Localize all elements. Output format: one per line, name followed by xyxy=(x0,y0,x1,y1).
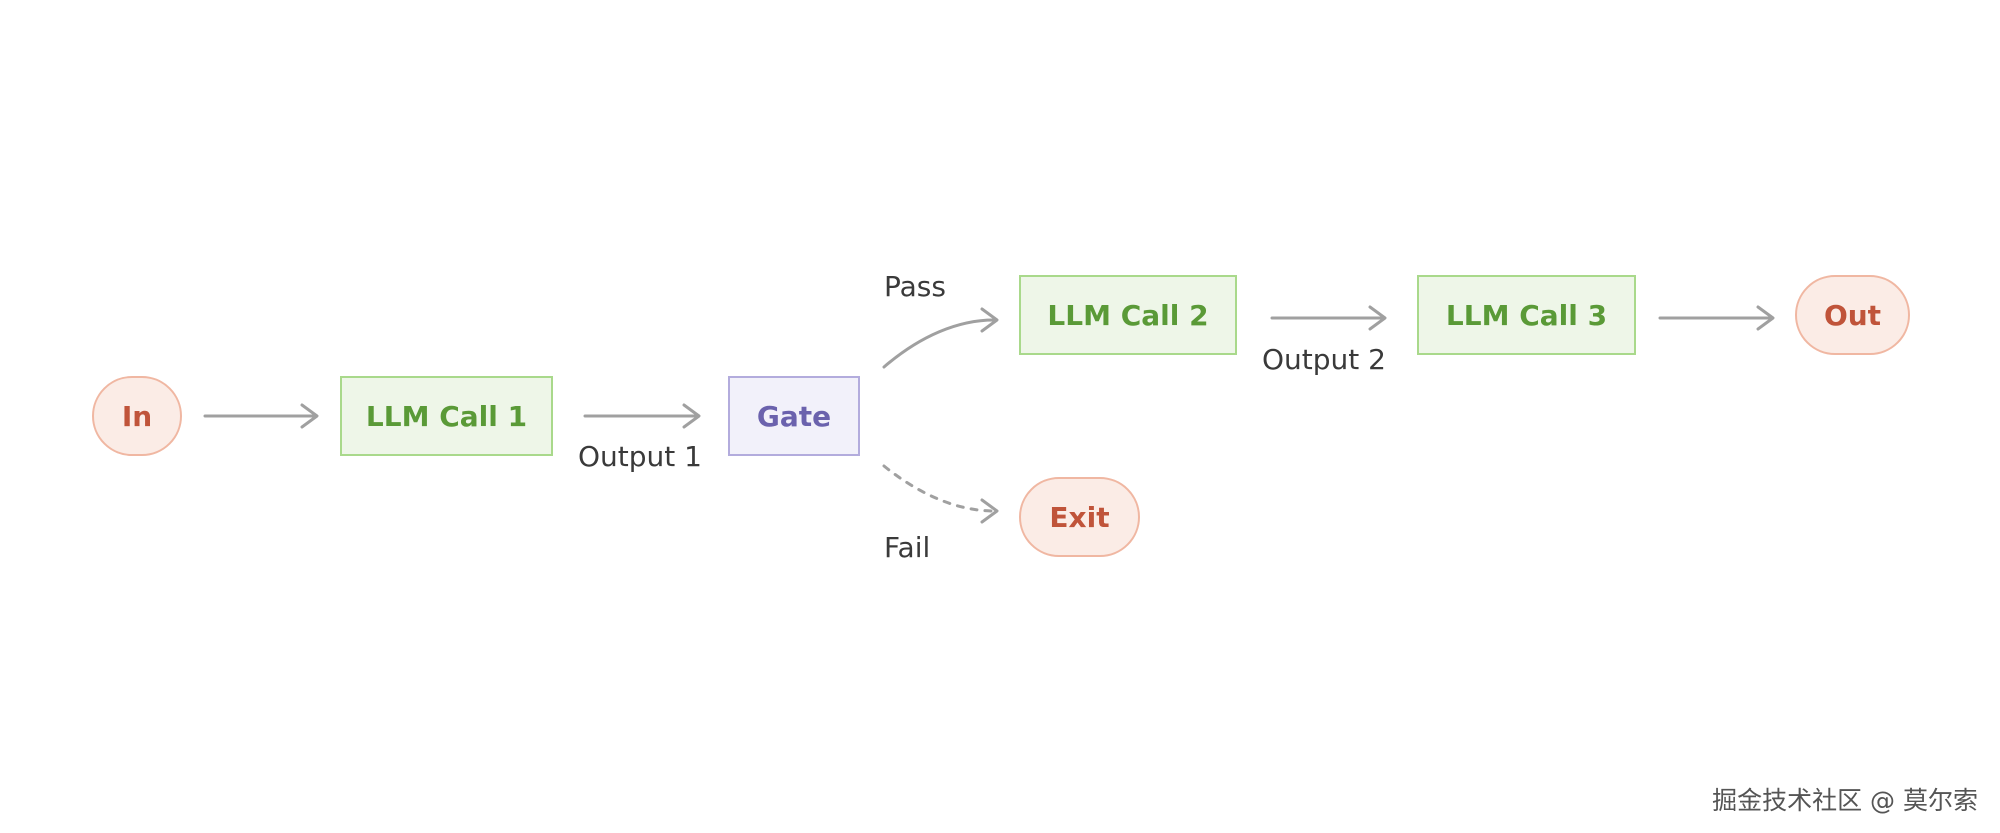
watermark: 掘金技术社区 @ 莫尔索 xyxy=(1712,786,1978,815)
arrow-in-to-llm1 xyxy=(203,403,319,429)
arrow-gate-to-exit-fail xyxy=(882,464,999,524)
arrow-gate-to-llm2-pass xyxy=(882,307,999,369)
node-gate: Gate xyxy=(728,376,860,456)
node-exit: Exit xyxy=(1019,477,1140,557)
arrow-llm1-to-gate xyxy=(583,403,701,429)
edge-label-pass: Pass xyxy=(884,270,946,303)
node-in: In xyxy=(92,376,182,456)
node-out: Out xyxy=(1795,275,1910,355)
edge-label-fail: Fail xyxy=(884,531,931,564)
node-llm-call-2: LLM Call 2 xyxy=(1019,275,1237,355)
node-llm-call-3: LLM Call 3 xyxy=(1417,275,1636,355)
edge-label-output-2: Output 2 xyxy=(1262,343,1386,376)
arrow-llm2-to-llm3 xyxy=(1270,305,1387,331)
node-llm-call-1: LLM Call 1 xyxy=(340,376,553,456)
edge-label-output-1: Output 1 xyxy=(578,440,702,473)
arrow-llm3-to-out xyxy=(1658,305,1775,331)
